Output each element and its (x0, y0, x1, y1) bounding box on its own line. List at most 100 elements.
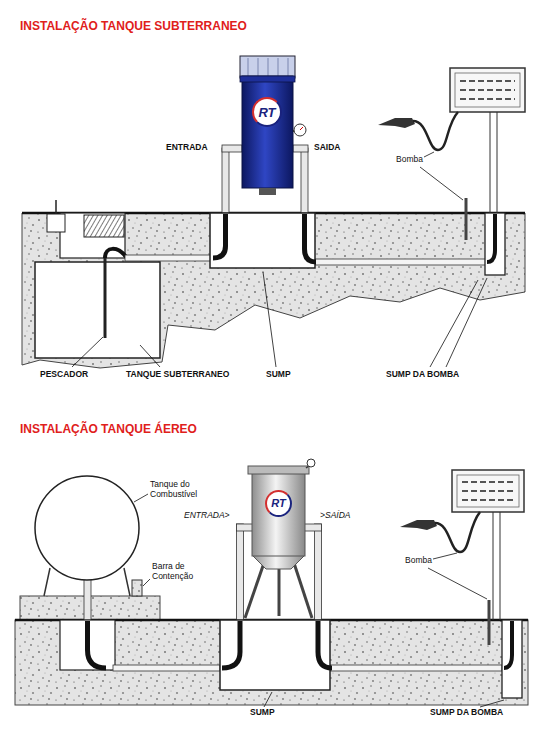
pipe (303, 524, 322, 531)
leader-line (72, 337, 103, 367)
pipe (113, 665, 220, 671)
sump (220, 620, 332, 690)
steel-filter (252, 472, 305, 556)
containment-bar (132, 580, 142, 596)
leader-line (446, 278, 487, 367)
fuel-dispenser (462, 490, 514, 492)
underground-tank (47, 214, 65, 232)
blue-filter (294, 124, 306, 136)
leader-line (480, 700, 504, 707)
sump (305, 214, 317, 262)
pump-sump (465, 198, 468, 240)
fuel-dispenser (462, 481, 514, 483)
sump (220, 620, 330, 690)
part-label: TANQUE SUBTERRANEO (126, 370, 229, 380)
sump (213, 214, 226, 258)
port-label: SAIDA (314, 143, 340, 153)
leader-line (134, 494, 148, 502)
logo-text: RT (271, 498, 285, 509)
blue-filter (240, 56, 306, 195)
section-heading: INSTALAÇÃO TANQUE SUBTERRANEO (20, 20, 247, 34)
fuel-tank (35, 476, 139, 580)
underground-tank (35, 262, 160, 358)
fuel-tank (60, 620, 115, 670)
part-label: SUMP (250, 708, 275, 718)
fuel-tank (88, 621, 107, 668)
fuel-dispenser (460, 98, 515, 100)
fuel-dispenser (497, 112, 498, 213)
fuel-dispenser (400, 512, 480, 552)
underground-tank (104, 258, 107, 338)
pump-sump (502, 620, 522, 698)
underground-tank (84, 215, 124, 237)
underground-tank (60, 213, 125, 258)
sump (210, 213, 316, 268)
pipe (315, 259, 487, 265)
blue-filter (268, 58, 269, 76)
steel-filter (245, 560, 265, 618)
steel-filter (245, 459, 315, 618)
fuel-dispenser (460, 80, 515, 82)
blue-filter (278, 58, 279, 76)
blue-filter (240, 56, 295, 78)
steel-filter (252, 555, 305, 569)
leader-line (263, 272, 276, 367)
steel-filter (248, 466, 309, 474)
ground-concrete (22, 213, 525, 368)
leader-line (134, 494, 504, 707)
section-heading: INSTALAÇÃO TANQUE ÁEREO (20, 423, 197, 437)
sump (222, 621, 240, 668)
blue-filter (258, 58, 259, 76)
pump-sump (504, 621, 512, 668)
pipe (237, 524, 254, 531)
port-label: ENTRADA> (184, 511, 230, 521)
fuel-dispenser (457, 475, 519, 507)
fuel-dispenser (490, 112, 491, 213)
pump-sump (488, 600, 491, 645)
pipe (125, 145, 487, 265)
sump (318, 621, 332, 668)
fuel-tank (35, 476, 139, 670)
blue-filter (288, 58, 289, 76)
blue-filter (259, 188, 276, 195)
blue-filter (242, 76, 293, 188)
ground-concrete (15, 596, 528, 705)
pump-sump (487, 214, 495, 262)
port-label: >SAÍDA (320, 511, 350, 521)
fuel-tank (84, 578, 91, 620)
pipe (222, 148, 229, 213)
fuel-dispenser (450, 68, 525, 112)
logo-badge: RT (265, 490, 292, 517)
leader-line (420, 167, 463, 200)
pipe (293, 145, 308, 152)
fuel-dispenser (452, 470, 524, 512)
fuel-dispenser (413, 112, 458, 150)
pump-sump (485, 213, 505, 275)
pipe (125, 255, 213, 261)
leader-line (428, 568, 487, 599)
containment-bar (132, 580, 142, 596)
leader-line (140, 345, 160, 367)
part-label: Bomba (396, 155, 423, 165)
pipe (237, 524, 244, 620)
underground-tank (105, 249, 126, 258)
leader-line (430, 280, 478, 367)
sump (210, 213, 315, 268)
pipe (330, 665, 502, 671)
logo-badge: RT (252, 97, 282, 127)
underground-tank (55, 200, 57, 214)
steel-filter (278, 562, 281, 616)
part-label: SUMP (266, 370, 291, 380)
fuel-dispenser (378, 118, 415, 128)
leader-line (143, 579, 150, 586)
leader-line (72, 152, 487, 367)
ground-concrete (22, 213, 525, 368)
blue-filter (300, 127, 303, 130)
steel-filter (293, 560, 312, 618)
fuel-dispenser (400, 470, 524, 620)
part-label: PESCADOR (40, 370, 88, 380)
leader-line (433, 553, 457, 559)
part-label: Bomba (405, 556, 432, 566)
blue-filter (240, 76, 295, 82)
